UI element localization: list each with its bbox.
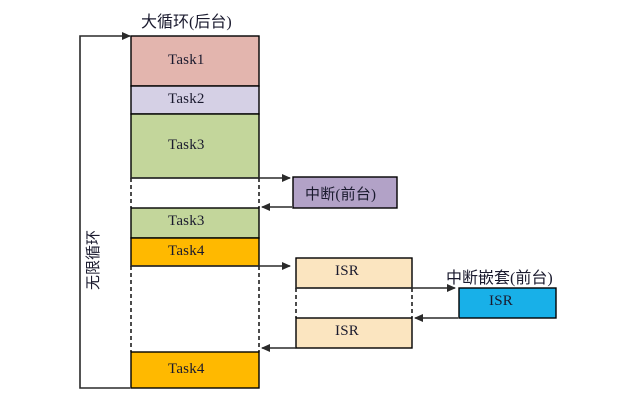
task-block-task4-upper — [130, 237, 260, 267]
task-block-task3-upper — [130, 113, 260, 179]
isr-block-first — [295, 257, 413, 289]
task-block-task4-lower — [130, 351, 260, 389]
isr-block-second — [295, 317, 413, 349]
task-block-task1 — [130, 35, 260, 87]
isr-label-first: ISR — [335, 263, 359, 279]
infinite-loop-label: 无限循环 — [86, 229, 102, 290]
column-gap-outline — [130, 178, 260, 352]
task-block-task3-lower — [130, 207, 260, 239]
task-label-task1: Task1 — [168, 52, 205, 68]
nested-interrupt-title: 中断嵌套(前台) — [446, 270, 553, 287]
nested-isr-block — [458, 287, 557, 319]
background-task-blocks — [130, 35, 260, 389]
nested-isr-label: ISR — [489, 293, 513, 309]
task-label-task3-upper: Task3 — [168, 137, 205, 153]
task-label-task4-upper: Task4 — [168, 243, 205, 259]
task-block-task2 — [130, 85, 260, 115]
isr-gap-outline — [295, 288, 413, 318]
task-label-task3-lower: Task3 — [168, 213, 205, 229]
interrupt-foreground-label: 中断(前台) — [305, 187, 377, 203]
isr-label-second: ISR — [335, 323, 359, 339]
task-label-task2: Task2 — [168, 91, 205, 107]
main-loop-title: 大循环(后台) — [141, 14, 232, 31]
interrupt-foreground-box — [292, 176, 398, 209]
infinite-loop-bracket — [79, 32, 131, 389]
task-label-task4-lower: Task4 — [168, 361, 205, 377]
